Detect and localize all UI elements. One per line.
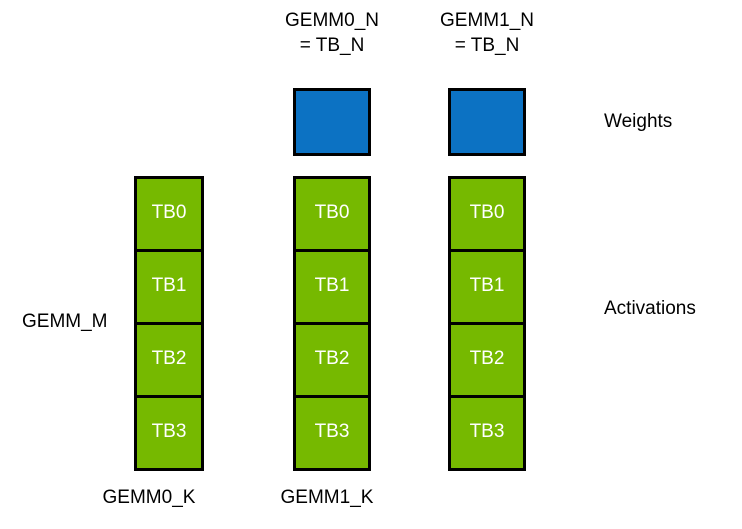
cell-label: TB2 [469, 347, 505, 369]
gemm1-n-header-line1: GEMM1_N [440, 10, 534, 31]
table-row: TB0 [137, 179, 201, 252]
gemm0-activation-stack: TB0 TB1 TB2 TB3 [293, 176, 371, 471]
cell-label: TB2 [151, 347, 187, 369]
cell-label: TB3 [151, 420, 187, 442]
cell-label: TB3 [314, 420, 350, 442]
table-row: TB1 [451, 252, 523, 325]
cell-label: TB2 [314, 347, 350, 369]
gemm-m-stack: TB0 TB1 TB2 TB3 [134, 176, 204, 471]
gemm0-weight-tile [293, 88, 371, 156]
gemm-m-label: GEMM_M [22, 311, 108, 332]
table-row: TB2 [137, 325, 201, 398]
cell-label: TB0 [469, 201, 505, 223]
gemm0-n-header: GEMM0_N = TB_N [252, 8, 412, 58]
gemm0-n-header-line2: = TB_N [299, 35, 365, 56]
table-row: TB3 [137, 398, 201, 468]
cell-label: TB3 [469, 420, 505, 442]
table-row: TB0 [451, 179, 523, 252]
cell-label: TB0 [314, 201, 350, 223]
cell-label: TB1 [314, 274, 350, 296]
table-row: TB1 [296, 252, 368, 325]
gemm1-k-label: GEMM1_K [280, 487, 374, 508]
table-row: TB1 [137, 252, 201, 325]
table-row: TB0 [296, 179, 368, 252]
gemm0-n-header-line1: GEMM0_N [285, 10, 379, 31]
cell-label: TB1 [469, 274, 505, 296]
weights-row-label: Weights [604, 111, 673, 132]
gemm1-n-header: GEMM1_N = TB_N [407, 8, 567, 58]
cell-label: TB0 [151, 201, 187, 223]
activations-row-label: Activations [604, 298, 696, 319]
table-row: TB2 [296, 325, 368, 398]
table-row: TB2 [451, 325, 523, 398]
gemm0-k-label: GEMM0_K [102, 487, 196, 508]
gemm1-n-header-line2: = TB_N [454, 35, 520, 56]
gemm1-weight-tile [448, 88, 526, 156]
table-row: TB3 [296, 398, 368, 468]
table-row: TB3 [451, 398, 523, 468]
gemm1-activation-stack: TB0 TB1 TB2 TB3 [448, 176, 526, 471]
cell-label: TB1 [151, 274, 187, 296]
